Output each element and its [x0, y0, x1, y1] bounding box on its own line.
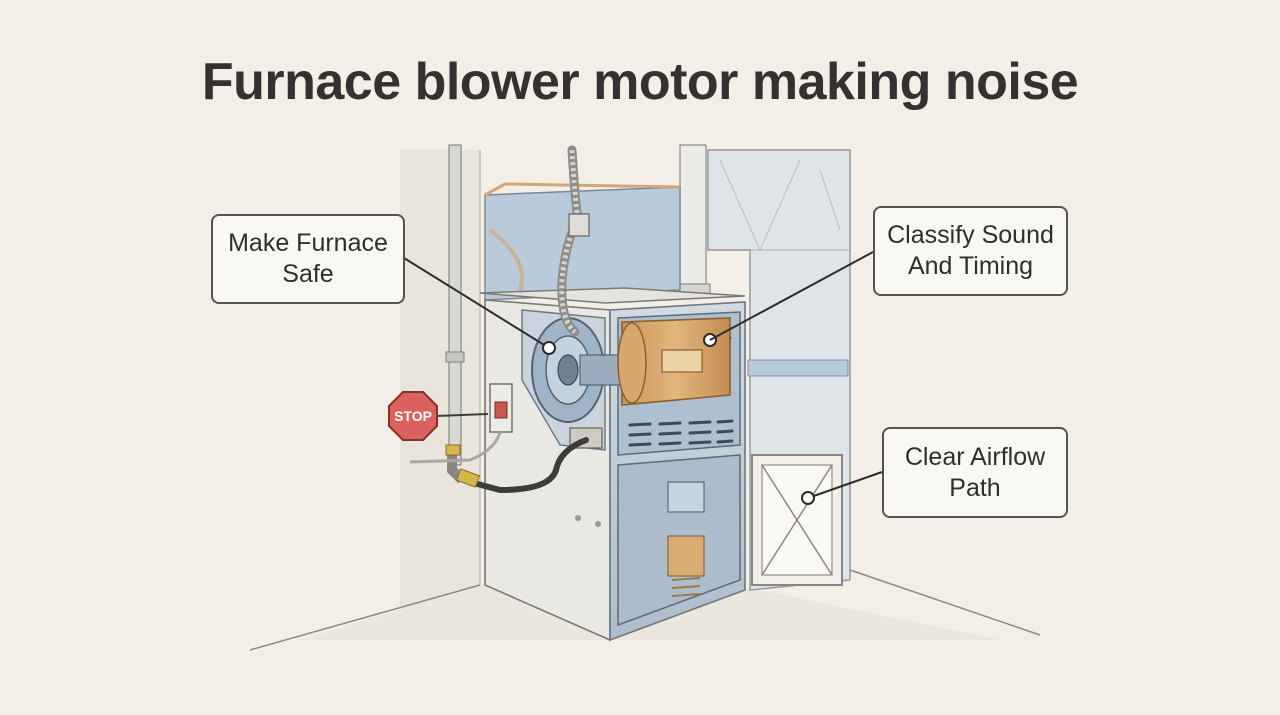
service-switch: [409, 383, 513, 464]
flex-conduit: [557, 145, 590, 337]
air-filter: [751, 454, 843, 586]
leader-line-safe: [403, 257, 550, 349]
leader-line-sound: [709, 251, 874, 341]
callout-line: Safe: [282, 260, 334, 288]
supply-plenum: [484, 182, 681, 301]
stop-sign-label: STOP: [394, 408, 432, 424]
blower-callout-dot: [542, 341, 556, 355]
gas-line: [445, 427, 603, 494]
filter-callout-dot: [801, 491, 815, 505]
callout-line: And Timing: [907, 252, 1034, 280]
leader-lines: [403, 251, 883, 499]
callout-line: Clear Airflow: [904, 442, 1046, 471]
leader-line-airflow: [807, 471, 883, 499]
blower-motor: [617, 317, 731, 406]
callout-make-furnace-safe: Make Furnace Safe: [211, 214, 405, 304]
page-title: Furnace blower motor making noise: [201, 53, 1079, 111]
callout-classify-sound: Classify Sound And Timing: [873, 206, 1068, 296]
callout-clear-airflow: Clear Airflow Path: [882, 427, 1068, 518]
stop-sign: STOP: [388, 391, 489, 441]
callout-line: Path: [949, 473, 1001, 502]
callout-line: Classify Sound: [887, 221, 1054, 249]
callout-line: Make Furnace: [228, 229, 388, 257]
